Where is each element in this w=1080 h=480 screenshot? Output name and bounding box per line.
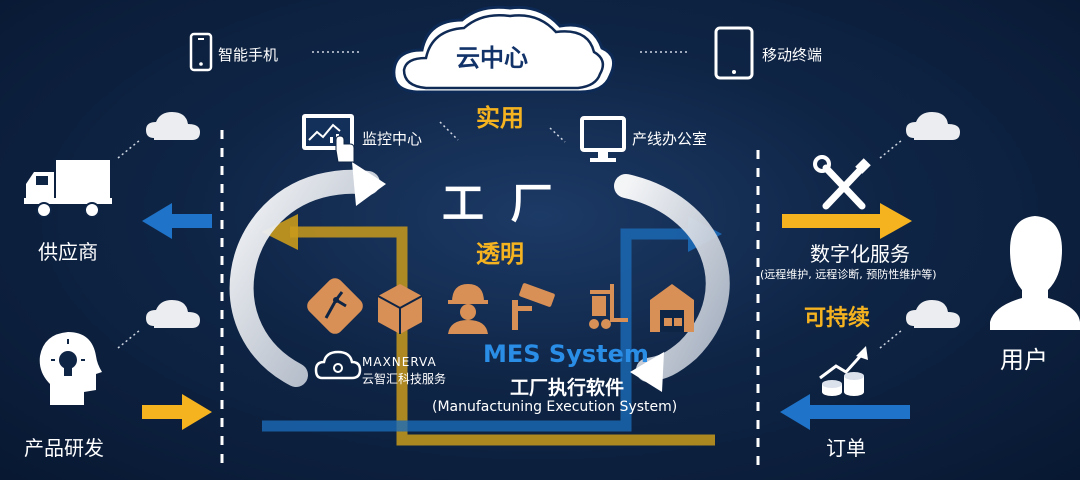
cloud-center-label: 云中心: [456, 44, 528, 72]
rnd-label: 产品研发: [24, 436, 104, 460]
order-cloud-connector: [879, 329, 903, 349]
mobile-terminal-label: 移动终端: [762, 46, 823, 64]
cloud-center-shape: [392, 5, 616, 94]
brand-cn: 云智汇科技服务: [362, 372, 447, 386]
rnd-cloud-connector: [117, 329, 141, 349]
mes-full-label: (Manufactuning Execution System): [432, 399, 678, 415]
forklift-icon: [589, 284, 628, 329]
factory-label: 工 厂: [442, 179, 559, 228]
smartphone-label: 智能手机: [218, 46, 279, 64]
cloud-icon: [146, 112, 200, 140]
digital-service-label: 数字化服务: [810, 242, 910, 266]
user-silhouette-icon: [990, 216, 1080, 330]
rnd-arrow: [142, 394, 212, 430]
blue-flow-line: [262, 228, 694, 432]
cloud-icon: [146, 300, 200, 328]
digital-service-sub: (远程维护, 远程诊断, 预防性维护等): [760, 268, 937, 281]
tools-icon: [813, 155, 871, 210]
mes-title: MES System: [483, 340, 649, 368]
cloud-icon: [906, 112, 960, 140]
right-cycle-arrowhead: [630, 352, 664, 392]
service-cloud-connector: [879, 139, 903, 159]
brand-en: MAXNERVA: [362, 355, 437, 369]
order-label: 订单: [826, 436, 866, 460]
idea-head-icon: [39, 332, 102, 405]
order-arrow: [780, 394, 910, 430]
gold-flow-arrowhead: [262, 214, 298, 250]
practical-label: 实用: [476, 104, 524, 132]
mes-cn-label: 工厂执行软件: [510, 377, 625, 399]
left-cycle-arc: [229, 169, 380, 387]
supplier-arrow: [142, 203, 212, 239]
cloud-icon: [906, 300, 960, 328]
sustainable-label: 可持续: [804, 306, 871, 331]
left-cycle-arrowhead: [352, 162, 386, 206]
user-label: 用户: [1000, 346, 1048, 374]
service-arrow: [782, 203, 912, 239]
office-connector: [549, 127, 566, 143]
monitor-connector: [439, 121, 459, 141]
transparent-label: 透明: [476, 240, 524, 268]
desktop-monitor-icon: [580, 116, 626, 162]
maxnerva-logo-icon: [314, 350, 362, 380]
truck-icon: [24, 160, 112, 218]
line-office-label: 产线办公室: [632, 130, 708, 148]
supplier-label: 供应商: [38, 240, 98, 264]
warehouse-icon: [650, 284, 694, 332]
security-camera-icon: [512, 283, 555, 330]
supplier-cloud-connector: [117, 139, 141, 159]
worker-icon: [448, 284, 488, 334]
monitor-center-icon: [302, 114, 355, 163]
robot-arm-icon: [307, 278, 363, 334]
growth-coins-icon: [819, 346, 868, 396]
gold-flow-line: [290, 226, 715, 446]
right-cycle-arc: [614, 174, 730, 382]
package-box-icon: [377, 284, 423, 334]
tablet-icon: [714, 26, 754, 80]
monitor-center-label: 监控中心: [362, 130, 423, 148]
smartphone-icon: [189, 32, 213, 72]
